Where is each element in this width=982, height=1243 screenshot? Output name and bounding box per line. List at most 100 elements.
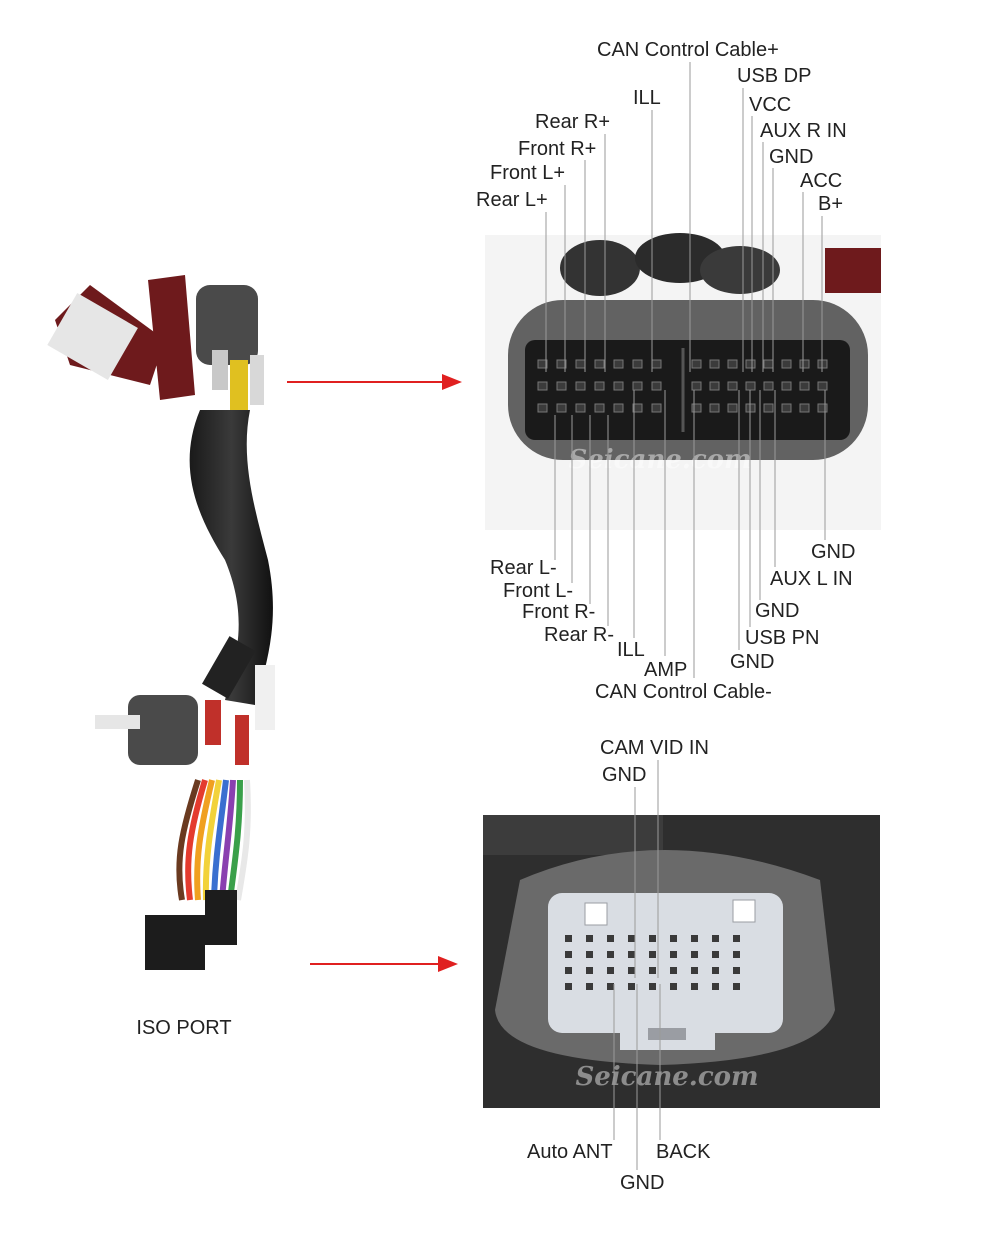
connector-pin-cavity <box>733 983 740 990</box>
connector-pin-cavity <box>745 381 756 391</box>
pin-label-aux-r-in: AUX R IN <box>760 120 847 142</box>
connector-pin-cavity <box>537 359 548 369</box>
iso-port-label: ISO PORT <box>136 1017 231 1039</box>
connector-pin-cavity <box>628 983 635 990</box>
pin-label-b-plus: B+ <box>818 193 843 215</box>
connector-pin-cavity <box>712 935 719 942</box>
connector-pin-cavity <box>594 359 605 369</box>
harness-rca-plug <box>255 665 275 730</box>
connector-pin-cavity <box>709 403 720 413</box>
connector-pin-cavity <box>733 935 740 942</box>
pin-label-aux-l-in: AUX L IN <box>770 568 853 590</box>
connector-pin-cavity <box>709 359 720 369</box>
connector-pin-cavity <box>649 967 656 974</box>
harness-photo: ISO PORT <box>47 275 275 1039</box>
pin-label-front-l-minus: Front L- <box>503 580 573 602</box>
pin-label-rear-r-minus: Rear R- <box>544 624 614 646</box>
connector-pin-cavity <box>763 403 774 413</box>
connector-pin-cavity <box>651 359 662 369</box>
connector-pin-cavity <box>586 983 593 990</box>
harness-iso-plug <box>145 915 205 970</box>
pin-label-gnd-mid: GND <box>755 600 799 622</box>
pin-label-usb-pn: USB PN <box>745 627 819 649</box>
top-connector-photo: Seicane.com <box>485 233 881 530</box>
connector-pin-cavity <box>607 967 614 974</box>
connector-pin-cavity <box>712 967 719 974</box>
pin-label-amp: AMP <box>644 659 687 681</box>
connector-pin-cavity <box>763 381 774 391</box>
connector-pin-cavity <box>651 403 662 413</box>
top-connector-watermark: Seicane.com <box>568 445 751 475</box>
bottom-connector-pin-grid <box>565 935 740 990</box>
pin-label-rear-l-minus: Rear L- <box>490 557 557 579</box>
connector-pin-cavity <box>670 951 677 958</box>
connector-pin-cavity <box>586 935 593 942</box>
connector-pin-cavity <box>565 983 572 990</box>
connector-pin-cavity <box>565 935 572 942</box>
bottom-connector-watermark: Seicane.com <box>575 1062 758 1092</box>
connector-pin-cavity <box>537 381 548 391</box>
pin-label-front-r-plus: Front R+ <box>518 138 596 160</box>
connector-pin-cavity <box>727 359 738 369</box>
harness-decoder-box-label <box>47 293 138 380</box>
connector-pin-cavity <box>556 359 567 369</box>
connector-pin-cavity <box>727 403 738 413</box>
connector-pin-cavity <box>613 403 624 413</box>
connector-pin-cavity <box>649 935 656 942</box>
connector-pin-cavity <box>733 967 740 974</box>
connector-pin-cavity <box>781 381 792 391</box>
bottom-connector-photo: Seicane.com <box>483 815 880 1108</box>
connector-pin-cavity <box>691 983 698 990</box>
harness-colored-wires <box>176 779 251 901</box>
connector-pin-cavity <box>556 381 567 391</box>
connector-pin-cavity <box>763 359 774 369</box>
harness-usb-plug <box>202 636 256 699</box>
connector-pin-cavity <box>727 381 738 391</box>
connector-pin-cavity <box>712 983 719 990</box>
pointer-arrow-bottom <box>310 956 458 972</box>
pin-label-can-control-cable-minus: CAN Control Cable- <box>595 681 772 703</box>
connector-pin-cavity <box>613 381 624 391</box>
pin-label-can-control-cable-plus: CAN Control Cable+ <box>597 39 779 61</box>
connector-pin-cavity <box>691 951 698 958</box>
top-connector-pinout-labels: CAN Control Cable+ USB DP ILL VCC Rear R… <box>476 39 855 703</box>
connector-pin-cavity <box>691 967 698 974</box>
connector-pin-cavity <box>613 359 624 369</box>
connector-pin-cavity <box>799 403 810 413</box>
pin-label-rear-r-plus: Rear R+ <box>535 111 610 133</box>
connector-pin-cavity <box>628 951 635 958</box>
connector-pin-cavity <box>575 381 586 391</box>
harness-rca-plug <box>230 360 248 420</box>
connector-pin-cavity <box>607 983 614 990</box>
connector-pin-cavity <box>745 359 756 369</box>
connector-pin-cavity <box>556 403 567 413</box>
connector-pin-cavity <box>712 951 719 958</box>
pin-label-cam-vid-in: CAM VID IN <box>600 737 709 759</box>
connector-pin-cavity <box>781 359 792 369</box>
pin-label-auto-ant: Auto ANT <box>527 1141 613 1163</box>
connector-pin-cavity <box>575 359 586 369</box>
connector-pin-cavity <box>691 935 698 942</box>
connector-pin-cavity <box>607 951 614 958</box>
pin-label-back: BACK <box>656 1141 711 1163</box>
connector-pin-cavity <box>628 935 635 942</box>
connector-pin-cavity <box>733 951 740 958</box>
harness-foam-sleeve <box>196 285 258 365</box>
connector-pin-cavity <box>799 381 810 391</box>
connector-pin-cavity <box>565 967 572 974</box>
connector-pin-cavity <box>565 951 572 958</box>
pin-label-gnd-right: GND <box>811 541 855 563</box>
pin-label-ill-bottom: ILL <box>617 639 645 661</box>
pin-label-gnd-lower: GND <box>730 651 774 673</box>
connector-pin-cavity <box>691 403 702 413</box>
connector-pin-cavity <box>575 403 586 413</box>
connector-pin-cavity <box>817 403 828 413</box>
connector-pin-cavity <box>670 983 677 990</box>
connector-pin-cavity <box>691 381 702 391</box>
pin-label-front-r-minus: Front R- <box>522 601 595 623</box>
connector-pin-cavity <box>594 381 605 391</box>
harness-rca-plug <box>250 355 264 405</box>
harness-rca-plug <box>235 715 249 765</box>
connector-pin-cavity <box>670 967 677 974</box>
